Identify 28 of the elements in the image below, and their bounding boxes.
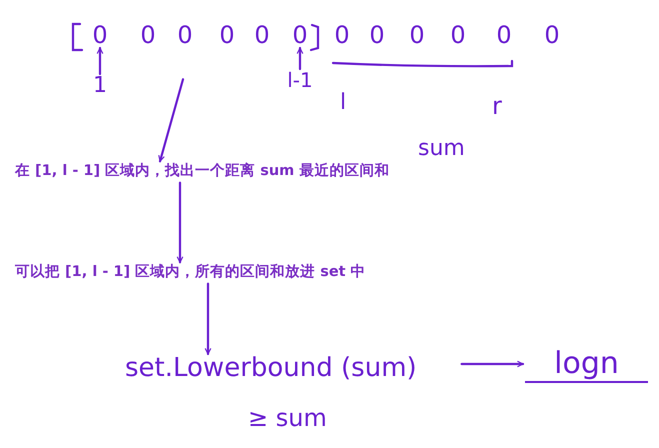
array-element: 0	[292, 23, 308, 47]
index-label: r	[492, 94, 502, 118]
array-element: 0	[334, 23, 350, 47]
code-text: set.Lowerbound (sum)	[125, 355, 461, 381]
arrow	[176, 182, 184, 264]
array-element: 0	[140, 23, 156, 47]
index-label: l	[340, 92, 346, 114]
complexity-text: logn	[525, 349, 648, 383]
arrow	[204, 282, 212, 356]
arrow	[158, 78, 184, 162]
index-text: 1	[93, 75, 107, 97]
sum-label: sum	[418, 138, 465, 160]
array-element: 0	[92, 23, 108, 47]
array-element: 0	[369, 23, 385, 47]
index-text: l-1	[287, 70, 313, 90]
array-element: 0	[450, 23, 466, 47]
step-text: 在 [1, l - 1] 区域内，找出一个距离 sum 最近的区间和	[15, 163, 390, 181]
array-element: 0	[254, 23, 270, 47]
arrow	[96, 46, 104, 76]
arrow	[460, 360, 524, 368]
array-element: 0	[177, 23, 193, 47]
step-text: 可以把 [1, l - 1] 区域内，所有的区间和放进 set 中	[15, 264, 366, 282]
arrow	[296, 46, 304, 70]
array-element: 0	[219, 23, 235, 47]
array-element: 0	[496, 23, 512, 47]
array-element: 0	[409, 23, 425, 47]
array-element: 0	[544, 23, 560, 47]
condition-text: ≥ sum	[248, 406, 327, 430]
